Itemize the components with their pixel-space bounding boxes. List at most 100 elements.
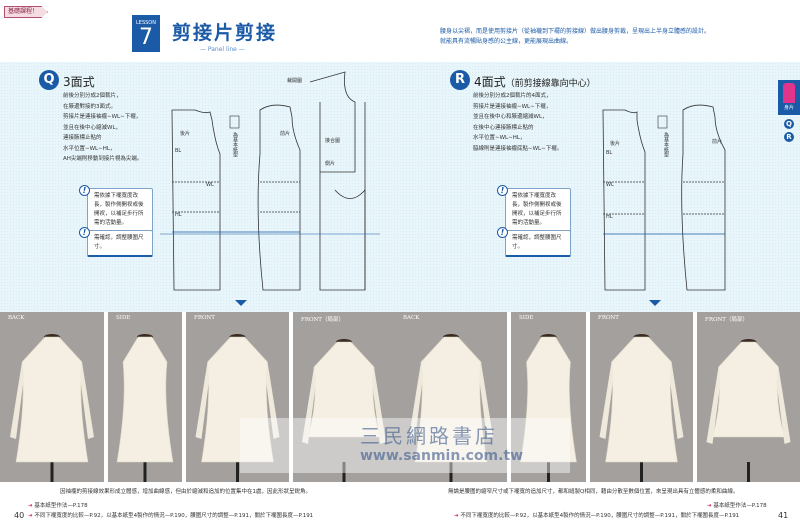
section-r-desc: 前後分別分成2個裁片的4面式， 剪接片是連接袖襱∼WL∼下襬， 並且在後中心和腋邊縮… — [473, 91, 562, 154]
dress-form-image — [302, 339, 386, 482]
side-tab-q[interactable]: Q — [784, 119, 794, 129]
photo-front: FRONT（局部） — [697, 312, 800, 482]
desc-line: 前後分別分成2個裁片， — [63, 93, 122, 99]
desc-line: 剪接片是連接袖襱∼WL∼下襬， — [473, 103, 552, 110]
page-subtitle: — Panel line — — [200, 46, 245, 53]
photo-label: FRONT（局部） — [301, 317, 344, 323]
photo-back: BACK — [395, 312, 507, 482]
link-text: 基本紙型作法—P.178 — [34, 503, 88, 509]
arrow-right-icon: ➜ — [707, 503, 714, 509]
heading-text: 4面式 — [474, 75, 506, 89]
course-tag: 基礎課程！ — [4, 6, 48, 18]
exclamation-icon: ! — [497, 227, 508, 238]
page-title: 剪接片剪接 — [172, 22, 278, 44]
side-tab[interactable]: 身片 — [778, 80, 800, 115]
label-back: 後片 — [610, 141, 621, 147]
side-tab-label: 身片 — [783, 105, 794, 111]
desc-line: 並且在後中心縮減WL， — [63, 124, 122, 131]
side-tab-r[interactable]: R — [784, 132, 794, 142]
arrow-right-icon: ➜ — [28, 513, 35, 519]
photo-label: SIDE — [116, 315, 131, 321]
exclamation-icon: ! — [79, 185, 90, 196]
photo-label: BACK — [8, 315, 25, 321]
exclamation-icon: ! — [497, 185, 508, 196]
dress-form-image — [706, 339, 791, 482]
dress-form-image — [409, 334, 493, 482]
photo-front: FRONT（局部） — [293, 312, 395, 482]
label-wl: WL — [606, 182, 614, 188]
label-hl: HL — [175, 212, 182, 218]
note-q-1: 需依據下襬寬度改長，製作側開衩或後開衩，以補足步行所需的活動量。 — [87, 188, 153, 233]
watermark-name: 三民網路書店 — [360, 424, 498, 448]
photo-label: BACK — [403, 315, 420, 321]
dress-form-image — [10, 334, 94, 482]
photo-label: SIDE — [519, 315, 534, 321]
dress-form-image — [599, 334, 684, 482]
label-wl: WL — [206, 182, 214, 188]
lesson-number: 7 — [139, 25, 153, 50]
page-number-right: 41 — [778, 511, 789, 520]
dress-form-image — [116, 334, 174, 482]
link-compare-right[interactable]: ➜ 不同下襬寬度的比較—P.92，以基本紙型4製作的情況—P.190，腰圍尺寸的… — [454, 511, 739, 519]
section-r-heading: 4面式（前剪接線靠向中心） — [474, 73, 596, 90]
label-cut: 裁開圖 — [287, 78, 303, 84]
note-q-2: 需確認，調整腰圍尺寸。 — [87, 230, 153, 257]
dress-icon — [783, 83, 795, 103]
photo-side: SIDE — [511, 312, 586, 482]
desc-line: 剪接片是連接袖襱∼WL∼下襬， — [63, 114, 142, 120]
desc-line: 並且在後中心和腋邊縮減WL， — [473, 114, 548, 120]
watermark-url: www.sanmin.com.tw — [360, 448, 524, 464]
desc-line: 脇線則是連接袖襱底點∼WL∼下襬。 — [473, 145, 563, 152]
dress-form-image — [520, 334, 577, 482]
label-bl: BL — [175, 148, 182, 154]
photo-back: BACK — [0, 312, 104, 482]
link-basic-left[interactable]: ➜ 基本紙型作法—P.178 — [28, 501, 88, 509]
exclamation-icon: ! — [79, 227, 90, 238]
label-front: 前片 — [712, 139, 723, 145]
pattern-diagram-r — [602, 104, 726, 291]
label-join: 接合圖 — [325, 138, 341, 144]
label-back: 後片 — [180, 131, 191, 137]
photo-label: FRONT — [194, 315, 215, 321]
intro-line: 就能具有流暢貼身感的公主線，更能展現出曲線。 — [440, 38, 573, 45]
desc-line: AH尖端則移動到接片視為尖端。 — [63, 156, 143, 162]
link-basic-right[interactable]: ➜ 基本紙型作法—P.178 — [707, 501, 767, 509]
section-r-badge: R — [450, 70, 470, 90]
lesson-label: LESSON — [136, 20, 156, 26]
link-text: 不同下襬寬度的比較—P.92，以基本紙型4製作的情況—P.190，腰圍尺寸的調整… — [34, 513, 314, 519]
photo-label: FRONT（局部） — [705, 317, 748, 323]
arrow-down-icon — [235, 300, 247, 306]
label-hl: HL — [606, 214, 613, 220]
heading-note: （前剪接線靠向中心） — [505, 79, 596, 89]
intro-line: 腰身以尖褶，而是使用剪接片（從袖襱到下襬的剪接線）做出腰身剪裁，呈現出上半身立體… — [440, 28, 711, 35]
section-q-heading: 3面式 — [63, 75, 95, 89]
desc-line: 水平位置∼WL∼HL， — [63, 145, 116, 152]
caption-right: 無論是腰圍的縮窄尺寸或下襬寬的追加尺寸，都和縫製Q相同，藉由分散至數個位置，來呈… — [448, 489, 739, 495]
desc-line: 連接腋標止點的 — [63, 135, 102, 141]
link-text: 基本紙型作法—P.178 — [713, 503, 767, 509]
link-text: 不同下襬寬度的比較—P.92，以基本紙型4製作的情況—P.190，腰圍尺寸的調整… — [460, 513, 740, 519]
photo-front: FRONT — [186, 312, 289, 482]
section-q-badge: Q — [39, 70, 59, 90]
arrow-right-icon: ➜ — [28, 503, 35, 509]
arrow-right-icon: ➜ — [454, 513, 461, 519]
pattern-diagram-q — [160, 71, 380, 291]
page-number-left: 40 — [14, 511, 25, 520]
link-compare-left[interactable]: ➜ 不同下襬寬度的比較—P.92，以基本紙型4製作的情況—P.190，腰圍尺寸的… — [28, 511, 313, 519]
label-bl: BL — [606, 150, 613, 156]
intro-text: 腰身以尖褶，而是使用剪接片（從袖襱到下襬的剪接線）做出腰身剪裁，呈現出上半身立體… — [440, 27, 710, 47]
pattern-area — [0, 62, 800, 312]
label-base: 為基本紙型 — [232, 132, 238, 157]
label-front: 前片 — [280, 131, 291, 137]
desc-line: 前後分別分成2個裁片的4面式， — [473, 93, 552, 99]
photo-label: FRONT — [598, 315, 619, 321]
label-base: 為基本紙型 — [663, 132, 669, 157]
desc-line: 在後中心連接腋標止點的 — [473, 124, 534, 131]
note-r-2: 需確認，調整腰圍尺寸。 — [505, 230, 571, 257]
desc-line: 水平位置∼WL∼HL， — [473, 135, 526, 141]
section-q-desc: 前後分別分成2個裁片， 在腋邊對接的3面式。剪接片是連接袖襱∼WL∼下襬， 並且在後… — [63, 91, 142, 165]
dress-form-image — [195, 334, 280, 482]
desc-line: 在腋邊對接的3面式。 — [63, 103, 116, 110]
